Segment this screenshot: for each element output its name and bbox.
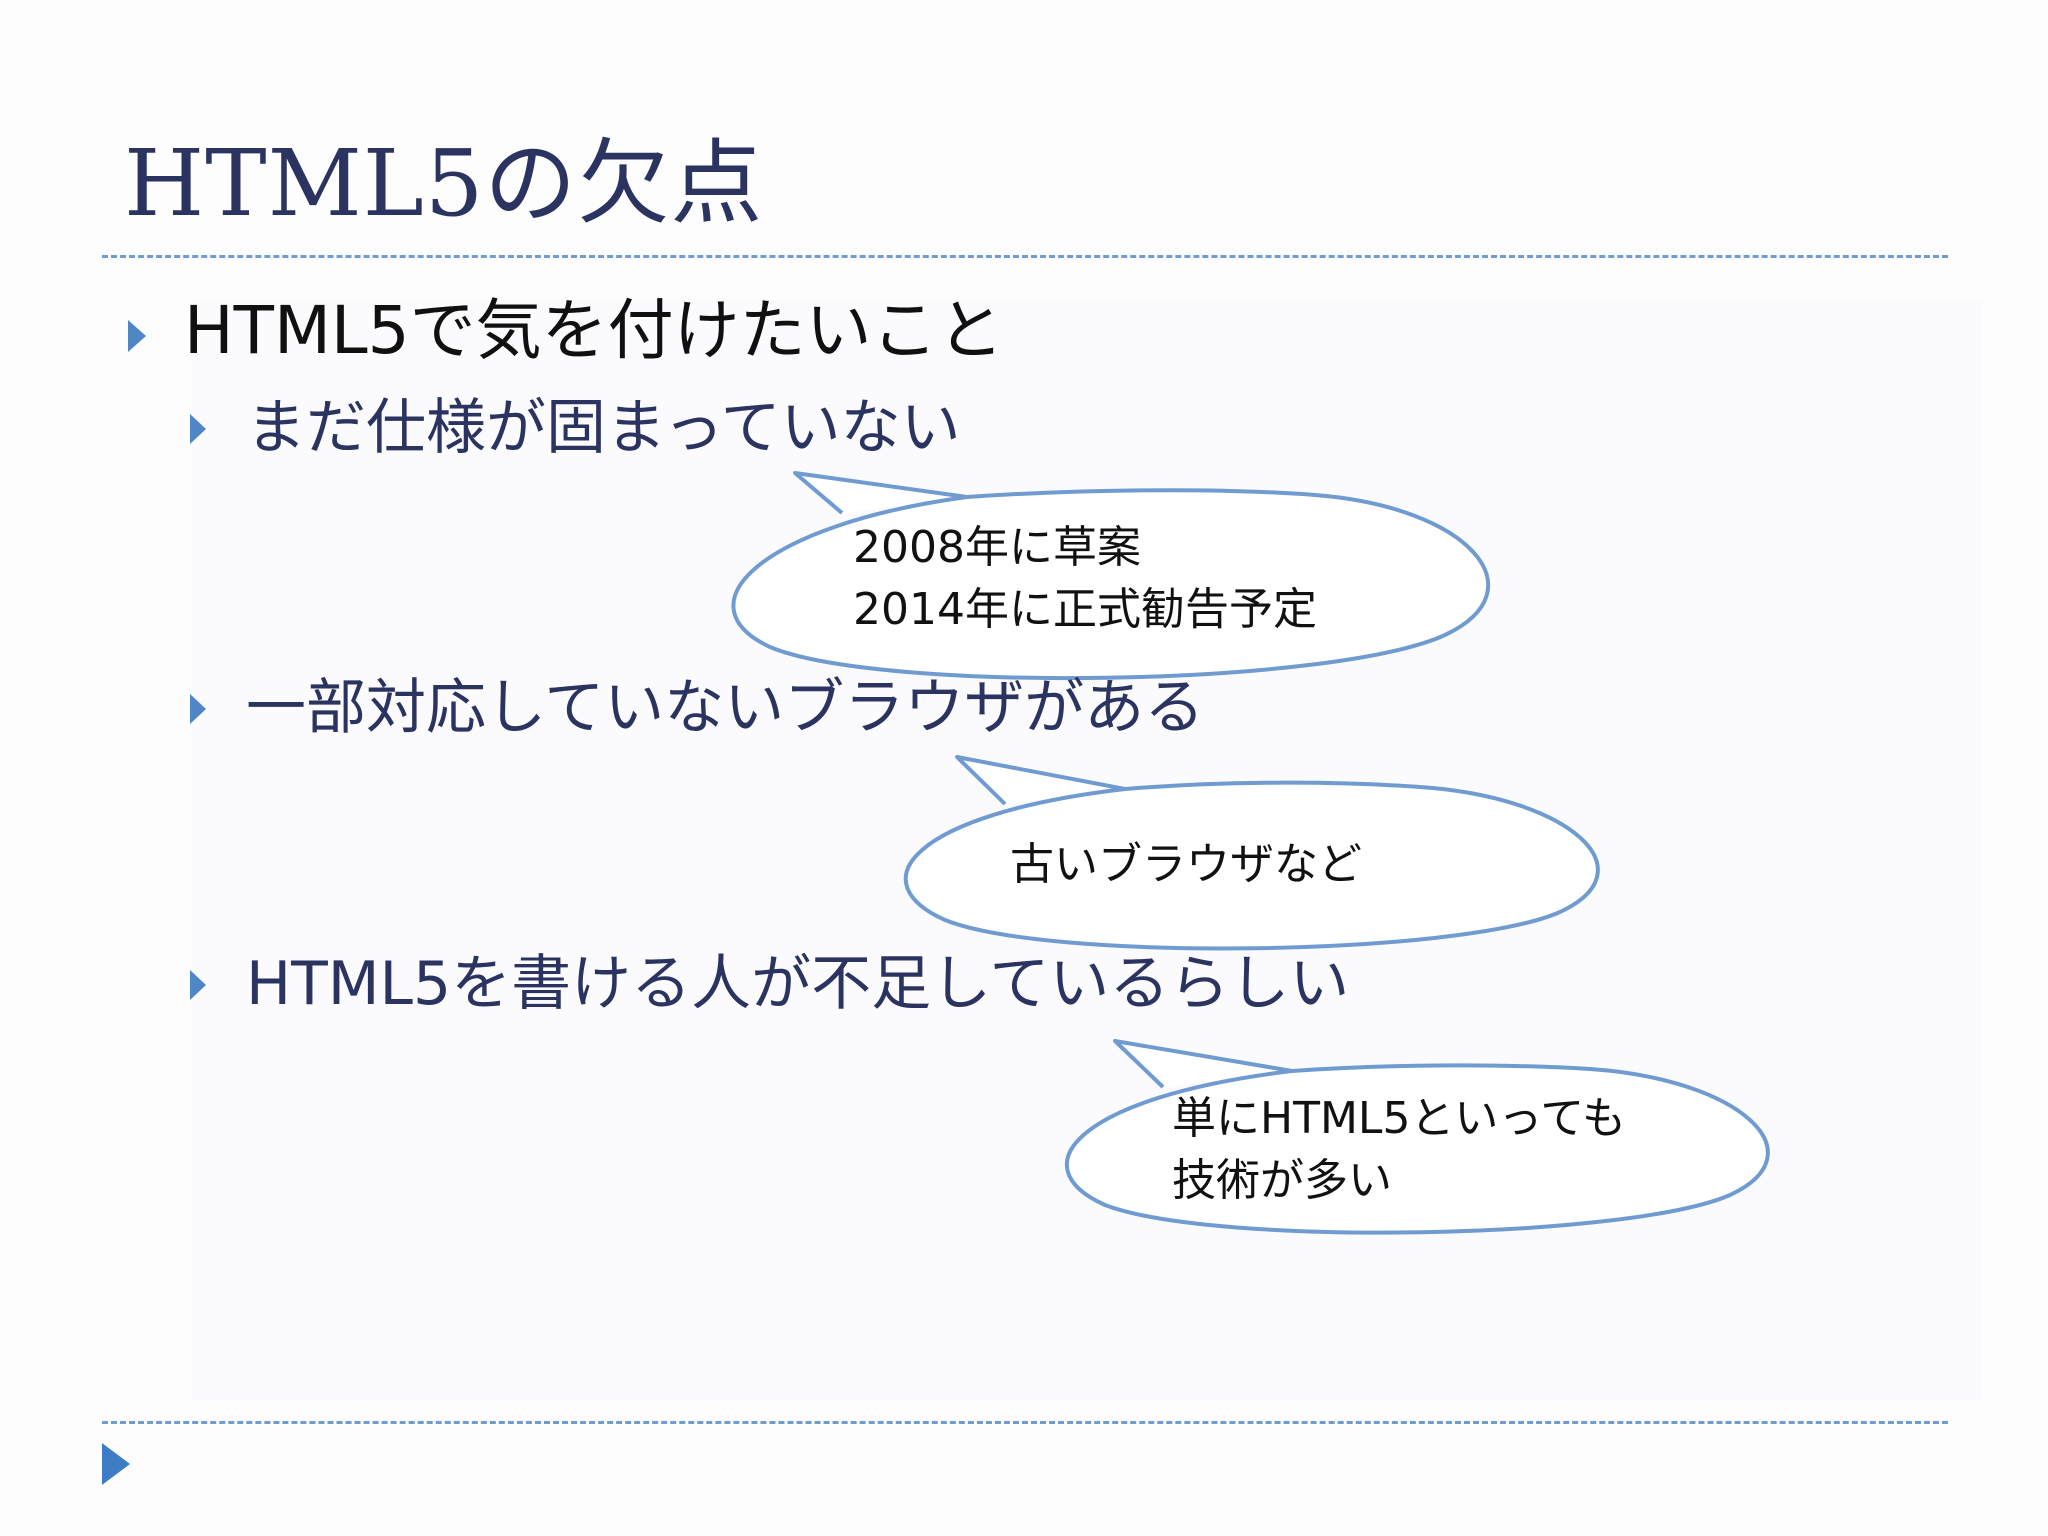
speech-bubble-callout [903,755,1600,951]
bullet-level2: HTML5を書ける人が不足しているらしい [246,949,1350,1019]
bullet-level2: まだ仕様が固まっていない [246,393,961,463]
callout-line: 2014年に正式勧告予定 [853,584,1317,635]
bullet-arrow-icon [190,970,206,1000]
bullet-level1: HTML5で気を付けたいこと [184,292,1004,369]
bullet-arrow-icon [190,694,206,724]
callout-text: 単にHTML5といっても 技術が多い [1172,1088,1626,1212]
speech-bubble-callout [731,471,1491,681]
bullet-level2: 一部対応していないブラウザがある [246,673,1205,743]
slide-title: HTML5の欠点 [124,130,764,237]
callout-text: 2008年に草案 2014年に正式勧告予定 [853,517,1317,641]
footer-arrow-icon [102,1443,130,1485]
callout-line: 古いブラウザなど [1010,839,1362,890]
callout-line: 2008年に草案 [853,522,1141,573]
title-divider [102,255,1948,258]
bullet-arrow-icon [128,320,146,352]
callout-text: 古いブラウザなど [1010,834,1362,896]
bullet-arrow-icon [190,414,206,444]
callout-line: 技術が多い [1172,1155,1392,1206]
speech-bubble-callout [1064,1039,1770,1235]
callout-line: 単にHTML5といっても [1172,1093,1627,1144]
footer-divider [102,1421,1948,1424]
